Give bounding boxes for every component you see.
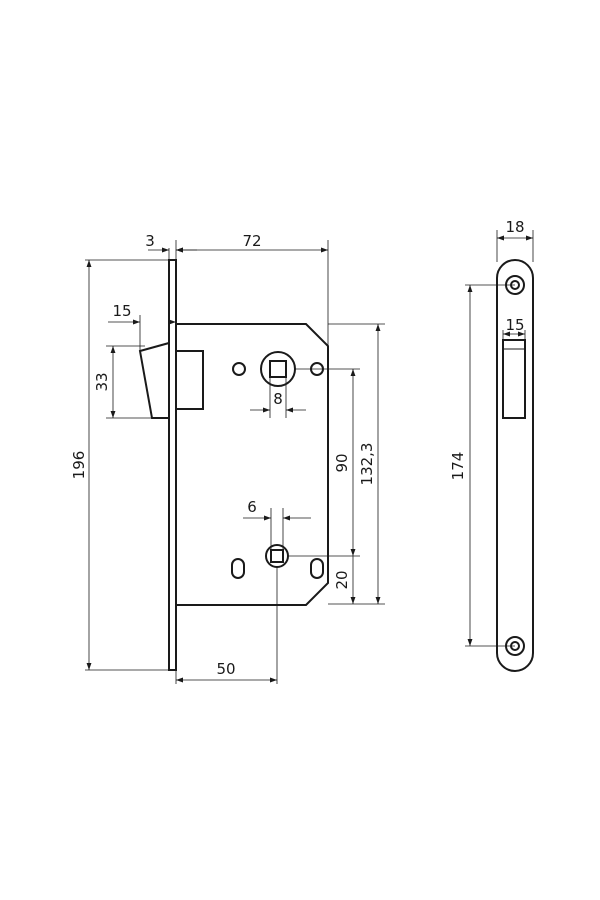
mounting-hole-upper-left	[232, 362, 246, 376]
slot-lower-right	[310, 558, 324, 579]
label-body-depth: 72	[242, 232, 261, 250]
cylinder-square-hole	[270, 549, 284, 563]
lock-body-view	[138, 259, 329, 671]
label-cylinder-square: 6	[247, 498, 257, 516]
lock-case	[176, 323, 329, 606]
latch-housing	[175, 350, 204, 410]
label-bottom-offset: 20	[333, 570, 351, 589]
slot-lower-left	[231, 558, 245, 579]
label-strike-width: 18	[505, 218, 524, 236]
spindle-square-hole	[269, 360, 287, 378]
label-overall-height: 196	[70, 451, 88, 480]
label-faceplate-thickness: 3	[145, 232, 155, 250]
lock-body-dimensions: 3 72 15 33 196 8 6 90 20 132,3 50	[70, 232, 385, 684]
strike-plate-dimensions: 18 15 174	[449, 218, 534, 647]
strike-plate-outline	[496, 259, 534, 672]
label-strike-hole-spacing: 174	[449, 452, 467, 481]
cylinder-hub-outer	[265, 544, 289, 568]
faceplate	[168, 259, 177, 671]
label-spindle-square: 8	[273, 390, 283, 408]
label-latch-height: 33	[93, 372, 111, 391]
label-latch-offset: 15	[112, 302, 131, 320]
strike-latch-slot	[502, 339, 526, 419]
latch-bolt	[138, 341, 170, 419]
label-spindle-center-distance: 90	[333, 453, 351, 472]
label-strike-slot-width: 15	[505, 316, 524, 334]
label-body-height: 132,3	[358, 443, 376, 486]
spindle-hub-outer	[260, 351, 296, 387]
strike-plate-view	[496, 259, 534, 672]
label-backset: 50	[216, 660, 235, 678]
